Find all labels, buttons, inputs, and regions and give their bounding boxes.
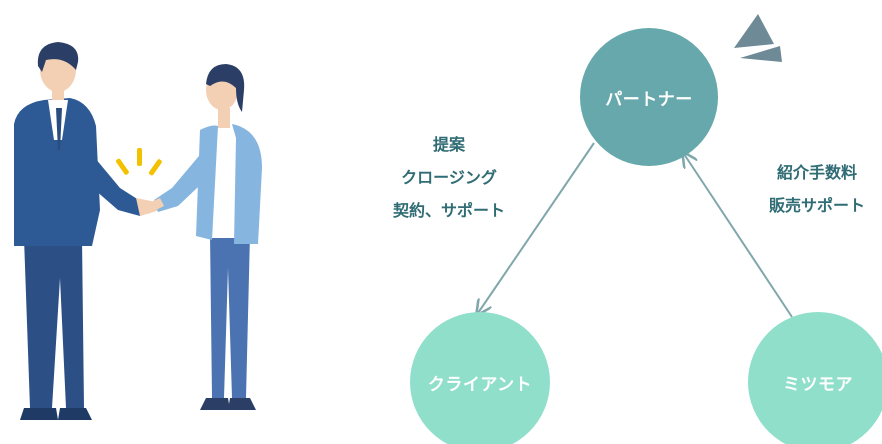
label-proposal: 提案: [432, 135, 465, 154]
partner-node-label: パートナー: [605, 89, 693, 110]
man-figure: [14, 42, 160, 420]
label-closing: クロージング: [401, 168, 497, 187]
arrow-partner-to-client: [478, 142, 595, 313]
label-referral-fee: 紹介手数料: [776, 163, 857, 182]
client-node: クライアント: [410, 312, 550, 444]
arrow-mitsumoa-to-partner: [684, 154, 793, 318]
label-contract-support: 契約、サポート: [392, 201, 505, 220]
mitsumoa-node-label: ミツモア: [783, 374, 853, 395]
woman-figure: [142, 64, 262, 410]
partner-to-client-labels: 提案 クロージング 契約、サポート: [368, 128, 530, 227]
emphasis-marks-icon: [734, 14, 782, 62]
mitsumoa-to-partner-labels: 紹介手数料 販売サポート: [752, 156, 882, 222]
partner-node: パートナー: [580, 28, 718, 166]
sparkle-icon: [115, 148, 162, 176]
client-node-label: クライアント: [427, 374, 533, 395]
handshake-illustration: [14, 42, 262, 420]
label-sales-support: 販売サポート: [768, 196, 865, 215]
mitsumoa-node: ミツモア: [748, 312, 882, 444]
